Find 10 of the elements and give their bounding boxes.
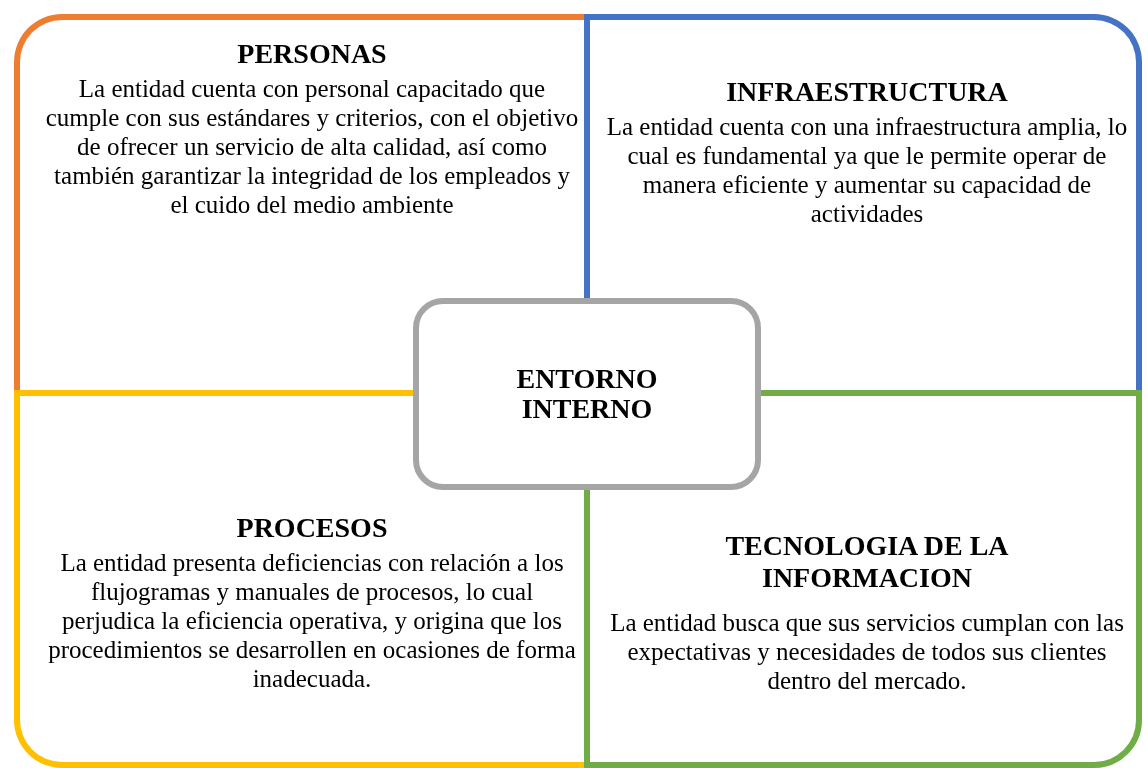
section-heading: INFRAESTRUCTURA (725, 76, 1009, 108)
section-heading: PERSONAS (236, 38, 388, 70)
section-heading: PROCESOS (235, 512, 389, 544)
center-box (413, 298, 761, 490)
description-text: La entidad cuenta con una infraestructura amplia, lo cual es fundamental ya que le permite operar de manera eficiente y aumentar su capacidad de actividades (605, 112, 1129, 228)
description-text: La entidad presenta deficiencias con relación a los flujogramas y manuales de procesos, lo cual perjudica la eficiencia operativa, y origina que los procedimientos se desarrollen en ocasiones de forma inadecuada. (47, 548, 577, 693)
description-text: La entidad cuenta con personal capacitado que cumple con sus estándares y criterios, con el objetivo de ofrecer un servicio de alta calidad, así como también garantizar la integridad de los empleados y el cuido del medio ambiente (44, 74, 580, 219)
center-title: ENTORNO INTERNO (515, 364, 659, 424)
description-text: La entidad busca que sus servicios cumplan con las expectativas y necesidades de todos sus clientes dentro del mercado. (609, 608, 1125, 695)
section-heading: TECNOLOGIA DE LA INFORMACION (724, 530, 1010, 594)
